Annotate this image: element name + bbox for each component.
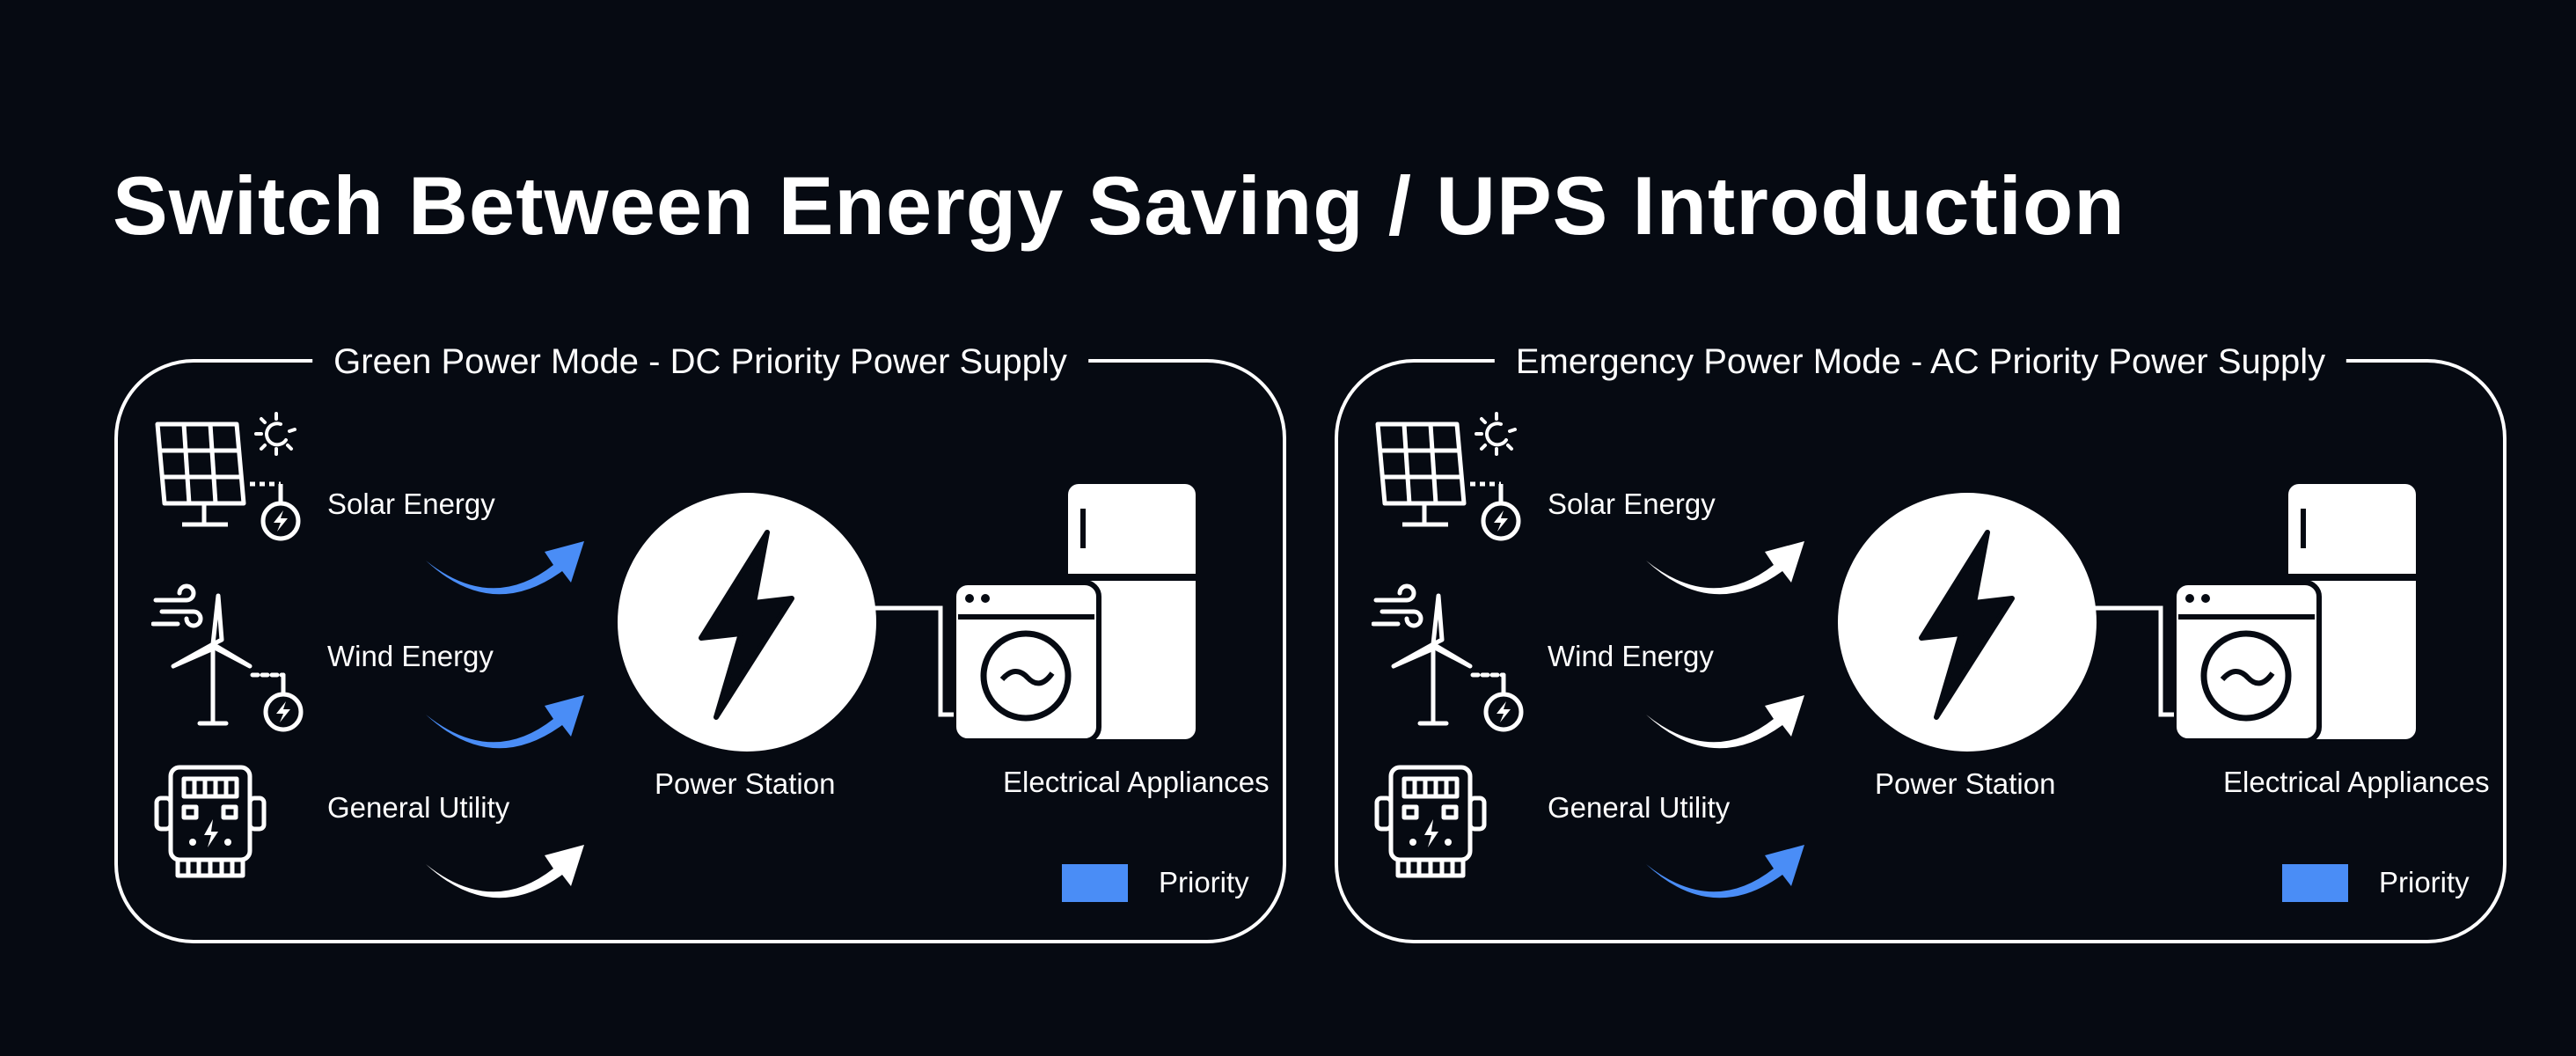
flow-arrow-solar xyxy=(1646,541,1804,595)
power-connector-line xyxy=(875,605,954,717)
lightning-bolt-icon xyxy=(699,530,794,720)
priority-legend-swatch xyxy=(1062,864,1128,902)
power-station-node xyxy=(1838,493,2097,752)
source-label-utility: General Utility xyxy=(327,791,510,824)
appliances-icon xyxy=(954,484,1196,744)
green-power-mode-panel: Green Power Mode - DC Priority Power Sup… xyxy=(114,340,1286,943)
arrow-shape xyxy=(1646,541,1804,595)
panel-title: Green Power Mode - DC Priority Power Sup… xyxy=(312,340,1088,384)
source-label-solar: Solar Energy xyxy=(327,488,495,520)
appliances-icon xyxy=(2174,484,2416,744)
flow-arrow-utility xyxy=(426,845,584,898)
wind-turbine-icon xyxy=(151,583,304,732)
electric-meter-icon xyxy=(1374,765,1487,878)
emergency-power-mode-panel: Emergency Power Mode - AC Priority Power… xyxy=(1335,340,2506,943)
priority-legend-label: Priority xyxy=(2379,866,2470,898)
flow-arrow-wind xyxy=(426,695,584,749)
arrow-shape xyxy=(1646,845,1804,898)
appliances-label: Electrical Appliances xyxy=(1003,766,1270,798)
flow-arrow-solar xyxy=(426,541,584,595)
source-label-solar: Solar Energy xyxy=(1548,488,1716,520)
solar-panel-icon xyxy=(1375,422,1521,541)
appliances-label: Electrical Appliances xyxy=(2223,766,2490,798)
source-label-wind: Wind Energy xyxy=(1548,640,1714,672)
source-label-utility: General Utility xyxy=(1548,791,1731,824)
arrow-shape xyxy=(426,541,584,595)
wind-turbine-icon xyxy=(1372,583,1524,732)
power-station-label: Power Station xyxy=(1875,767,2056,800)
solar-panel-icon xyxy=(155,422,301,541)
electric-meter-icon xyxy=(154,765,267,878)
sun-icon xyxy=(1475,412,1517,456)
power-station-label: Power Station xyxy=(655,767,836,800)
arrow-shape xyxy=(426,845,584,898)
sun-icon xyxy=(254,412,296,456)
flow-arrow-wind xyxy=(1646,695,1804,749)
priority-legend-label: Priority xyxy=(1159,866,1249,898)
priority-legend-swatch xyxy=(2282,864,2348,902)
flow-arrow-utility xyxy=(1646,845,1804,898)
power-station-node xyxy=(618,493,876,752)
panel-title: Emergency Power Mode - AC Priority Power… xyxy=(1494,340,2347,384)
arrow-shape xyxy=(1646,695,1804,749)
lightning-bolt-icon xyxy=(1919,530,2015,720)
source-label-wind: Wind Energy xyxy=(327,640,494,672)
arrow-shape xyxy=(426,695,584,749)
page-title: Switch Between Energy Saving / UPS Intro… xyxy=(113,159,2126,252)
power-connector-line xyxy=(2095,605,2174,717)
